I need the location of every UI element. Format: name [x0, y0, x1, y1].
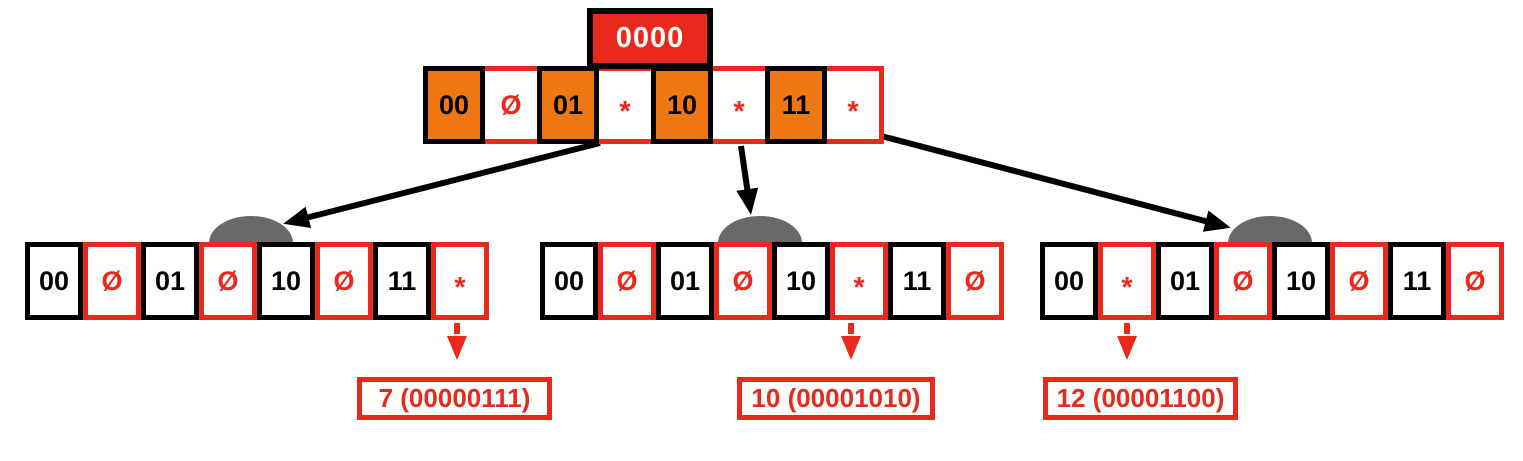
child-node-3-array: 00 * 01 Ø 10 Ø 11 Ø [1040, 242, 1504, 320]
slot-label: 11 [1402, 265, 1432, 296]
pointer-symbol: * [1121, 271, 1133, 304]
leaf-value-box-1: 7 (00000111) [357, 377, 552, 420]
child-2-slot-key-10: 10 [772, 242, 830, 320]
root-node-array: 00 Ø 01 * 10 * 11 * [423, 66, 884, 144]
pointer-symbol: * [847, 95, 859, 128]
root-slot-pointer-01: * [594, 66, 656, 144]
child-3-slot-key-01: 01 [1156, 242, 1214, 320]
child-1-slot-pointer-11: * [431, 242, 489, 320]
child-1-slot-null-01: Ø [199, 242, 257, 320]
child-1-slot-key-10: 10 [257, 242, 315, 320]
root-slot-key-00: 00 [423, 66, 485, 144]
slot-label: 00 [438, 89, 470, 120]
child-2-slot-pointer-10: * [830, 242, 888, 320]
root-slot-key-10: 10 [651, 66, 713, 144]
slot-label: 10 [270, 265, 302, 296]
null-symbol: Ø [616, 265, 638, 296]
root-prefix-box: 0000 [587, 8, 713, 69]
slot-label: 00 [38, 265, 70, 296]
child-1-slot-null-00: Ø [83, 242, 141, 320]
child-3-slot-pointer-00: * [1098, 242, 1156, 320]
child-2-slot-null-11: Ø [946, 242, 1004, 320]
slot-label: 01 [552, 89, 584, 120]
root-slot-pointer-11: * [822, 66, 884, 144]
child-node-1-array: 00 Ø 01 Ø 10 Ø 11 * [25, 242, 489, 320]
child-3-slot-key-00: 00 [1040, 242, 1098, 320]
child-1-slot-key-01: 01 [141, 242, 199, 320]
null-symbol: Ø [101, 265, 123, 296]
slot-label: 10 [1285, 265, 1317, 296]
null-symbol: Ø [1348, 265, 1370, 296]
leaf-value-label: 7 (00000111) [378, 383, 531, 413]
root-slot-pointer-10: * [708, 66, 770, 144]
slot-label: 01 [154, 265, 186, 296]
edge-root-to-child-3-icon [865, 129, 1231, 232]
child-3-slot-key-11: 11 [1388, 242, 1446, 320]
child-2-slot-null-01: Ø [714, 242, 772, 320]
null-symbol: Ø [500, 89, 522, 120]
leaf-value-label: 12 (00001100) [1056, 383, 1225, 413]
edge-root-to-child-1-icon [283, 140, 601, 228]
null-symbol: Ø [732, 265, 754, 296]
slot-label: 01 [669, 265, 701, 296]
root-slot-null-00: Ø [480, 66, 542, 144]
slot-label: 11 [387, 265, 417, 296]
child-3-anchor-icon [1228, 216, 1312, 243]
leaf-value-box-2: 10 (00001010) [737, 377, 935, 420]
slot-label: 10 [666, 89, 698, 120]
slot-label: 01 [1169, 265, 1201, 296]
child-node-2-array: 00 Ø 01 Ø 10 * 11 Ø [540, 242, 1004, 320]
null-symbol: Ø [964, 265, 986, 296]
child-2-slot-key-01: 01 [656, 242, 714, 320]
child-3-slot-null-10: Ø [1330, 242, 1388, 320]
pointer-symbol: * [454, 271, 466, 304]
pointer-symbol: * [733, 95, 745, 128]
root-prefix-label: 0000 [615, 22, 685, 54]
root-slot-key-01: 01 [537, 66, 599, 144]
child-1-slot-key-00: 00 [25, 242, 83, 320]
pointer-symbol: * [619, 95, 631, 128]
child-2-anchor-icon [718, 216, 802, 243]
child-3-slot-null-11: Ø [1446, 242, 1504, 320]
null-symbol: Ø [333, 265, 355, 296]
child-2-slot-key-00: 00 [540, 242, 598, 320]
pointer-symbol: * [853, 271, 865, 304]
edge-root-to-child-2-icon [736, 145, 759, 215]
child-1-anchor-icon [209, 216, 293, 243]
leaf-value-box-3: 12 (00001100) [1043, 377, 1238, 420]
child-1-slot-key-11: 11 [373, 242, 431, 320]
slot-label: 00 [553, 265, 585, 296]
slot-label: 10 [785, 265, 817, 296]
root-slot-key-11: 11 [765, 66, 827, 144]
leaf-value-label: 10 (00001010) [751, 383, 921, 413]
child-3-slot-key-10: 10 [1272, 242, 1330, 320]
child-2-slot-key-11: 11 [888, 242, 946, 320]
child-1-slot-null-10: Ø [315, 242, 373, 320]
null-symbol: Ø [1232, 265, 1254, 296]
slot-label: 11 [902, 265, 932, 296]
null-symbol: Ø [1464, 265, 1486, 296]
null-symbol: Ø [217, 265, 239, 296]
child-3-slot-null-01: Ø [1214, 242, 1272, 320]
child-2-slot-null-00: Ø [598, 242, 656, 320]
slot-label: 00 [1053, 265, 1085, 296]
slot-label: 11 [781, 89, 811, 120]
